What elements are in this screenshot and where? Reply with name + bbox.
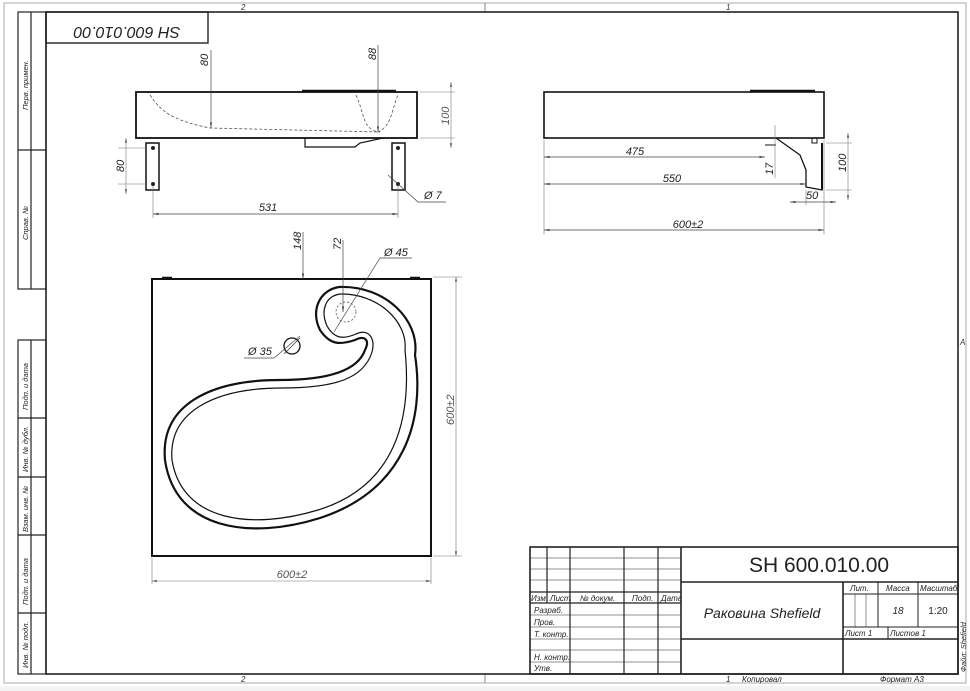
zone-label-bottom-1: 1 — [726, 675, 730, 684]
tb-sheets: Листов 1 — [889, 629, 926, 638]
title-block — [529, 546, 959, 675]
dim-front-hole-spacing: 531 — [259, 202, 277, 214]
tb-scale-value: 1:20 — [928, 606, 948, 617]
strip-label-podp-data-1: Подп. и дата — [21, 363, 30, 410]
tb-role-t-kontr: Т. контр. — [534, 630, 569, 639]
dim-front-bracket-holes: 80 — [115, 159, 127, 172]
tb-role-prov: Пров. — [534, 618, 555, 627]
strip-label-vzam-inv: Взам. инв. № — [21, 486, 30, 532]
front-view — [118, 45, 455, 218]
tb-role-utv: Утв. — [533, 664, 552, 673]
strip-label-sprav: Справ. № — [21, 206, 30, 240]
tb-designation: SH 600.010.00 — [749, 554, 889, 577]
dim-side-600: 600±2 — [673, 219, 704, 231]
tb-role-razrab: Разраб. — [534, 606, 563, 615]
dim-plan-depth: 600±2 — [445, 394, 457, 425]
tb-header-data: Дата — [660, 594, 683, 603]
dim-side-550: 550 — [663, 173, 682, 185]
zone-label-right-a: A — [959, 338, 965, 347]
strip-label-inv-dubl: Инв. № дубл. — [21, 426, 30, 472]
rotated-designation: SH 600.010.00 — [74, 23, 181, 40]
zone-label-top-2: 2 — [240, 3, 246, 12]
strip-label-podp-data-2: Подп. и дата — [21, 558, 30, 605]
dim-side-100: 100 — [837, 153, 849, 172]
dim-front-depth-right: 88 — [367, 47, 379, 60]
tb-mass-value: 18 — [892, 606, 904, 617]
plan-view — [151, 232, 462, 584]
zone-label-bottom-2: 2 — [240, 675, 246, 684]
tb-header-doc: № докум. — [580, 594, 615, 603]
dim-side-475: 475 — [626, 146, 645, 158]
rotated-designation-box — [45, 11, 209, 44]
tb-lit-label: Лит. — [849, 584, 869, 593]
dim-plan-width: 600±2 — [277, 569, 308, 581]
left-strip — [17, 11, 47, 675]
zone-label-top-1: 1 — [726, 3, 730, 12]
dim-plan-tap-offset: 148 — [292, 231, 304, 250]
dim-front-depth-left: 80 — [199, 53, 211, 66]
tb-header-podp: Подп. — [632, 594, 653, 603]
side-view — [543, 89, 852, 234]
dim-front-height: 100 — [440, 106, 452, 125]
tb-product-name: Раковина Shefield — [704, 605, 822, 621]
dim-plan-drain-diameter: Ø 45 — [383, 247, 409, 259]
tb-header-list: Лист — [549, 594, 571, 603]
dim-side-50: 50 — [806, 190, 819, 202]
dim-side-17: 17 — [764, 162, 776, 175]
tb-sheet: Лист 1 — [844, 629, 872, 638]
tb-mass-label: Масса — [886, 584, 910, 593]
dim-plan-tap-diameter: Ø 35 — [247, 346, 273, 358]
tb-role-n-kontr: Н. контр. — [534, 653, 570, 662]
tb-scale-label: Масштаб — [920, 584, 958, 593]
copied-label: Копировал — [742, 675, 782, 684]
format-label: Формат А3 — [880, 675, 924, 684]
strip-label-perv-primen: Перв. примен. — [21, 60, 30, 110]
dim-plan-drain-offset: 72 — [332, 238, 344, 250]
strip-label-inv-podl: Инв. № подл. — [21, 621, 30, 668]
dim-front-hole-diameter: Ø 7 — [423, 190, 443, 202]
tb-header-izm: Изм. — [531, 594, 548, 603]
file-label: Файл: Shefield — [959, 621, 968, 672]
